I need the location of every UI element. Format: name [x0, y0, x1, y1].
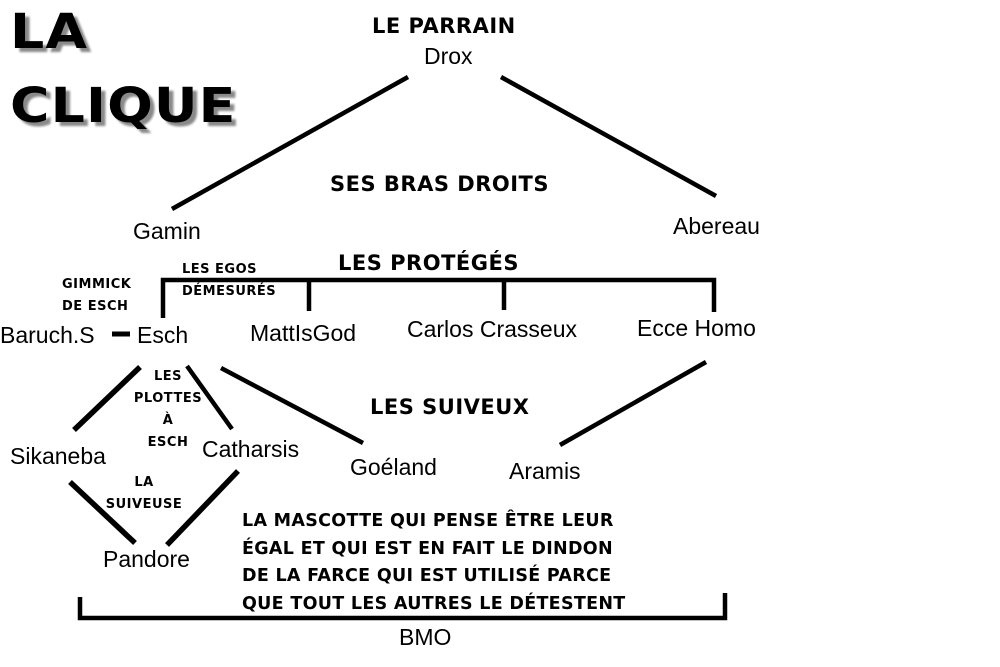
title-line-2: CLIQUE — [10, 78, 237, 134]
node-ecce-homo: Ecce Homo — [637, 315, 756, 341]
plottes-label-line-2: PLOTTES — [133, 391, 203, 406]
line-sikaneba-pandore — [68, 479, 137, 546]
line-ecce-aramis — [558, 360, 708, 447]
line-esch-goeland — [219, 366, 365, 445]
plottes-label: LES PLOTTES À ESCH — [118, 366, 218, 454]
proteges-bracket — [160, 277, 717, 318]
egos-label-line-2: DÉMESURÉS — [182, 284, 277, 299]
egos-label: LES EGOS DÉMESURÉS — [182, 259, 276, 303]
node-mattisgod: MattIsGod — [250, 320, 357, 346]
mascot-note: LA MASCOTTE QUI PENSE ÊTRE LEUR ÉGAL ET … — [242, 508, 626, 618]
node-sikaneba: Sikaneba — [10, 443, 106, 469]
right-hands-header: SES BRAS DROITS — [330, 172, 549, 196]
line-drox-gamin — [170, 75, 410, 211]
node-goeland: Goéland — [350, 454, 437, 480]
suiveuse-label-line-1: LA — [134, 475, 154, 490]
gimmick-label: GIMMICK DE ESCH — [62, 274, 131, 318]
followers-header: LES SUIVEUX — [370, 395, 530, 419]
proteges-header: LES PROTÉGÉS — [338, 251, 519, 275]
plottes-label-line-3: À — [162, 413, 174, 428]
node-catharsis: Catharsis — [202, 436, 300, 462]
node-carlos-crasseux: Carlos Crasseux — [407, 316, 577, 342]
gimmick-label-line-2: DE ESCH — [62, 299, 129, 314]
suiveuse-label: LA SUIVEUSE — [94, 472, 194, 516]
mascot-note-line-3: DE LA FARCE QUI EST UTILISÉ PARCE — [242, 566, 612, 586]
suiveuse-label-line-2: SUIVEUSE — [105, 497, 183, 512]
gimmick-label-line-1: GIMMICK — [62, 277, 132, 292]
mascot-note-line-1: LA MASCOTTE QUI PENSE ÊTRE LEUR — [242, 511, 614, 531]
title-line-1: LA — [10, 4, 89, 60]
godfather-header: LE PARRAIN — [372, 14, 516, 38]
mascot-note-line-4: QUE TOUT LES AUTRES LE DÉTESTENT — [242, 593, 626, 614]
egos-label-line-1: LES EGOS — [182, 262, 258, 277]
node-bmo: BMO — [399, 624, 452, 650]
line-catharsis-pandore — [165, 469, 240, 547]
mascot-note-line-2: ÉGAL ET QUI EST EN FAIT LE DINDON — [242, 538, 613, 559]
node-gamin: Gamin — [133, 218, 201, 244]
node-drox: Drox — [424, 43, 473, 69]
plottes-label-line-1: LES — [153, 369, 183, 384]
line-drox-abereau — [499, 75, 718, 198]
node-pandore: Pandore — [103, 546, 190, 572]
node-aramis: Aramis — [509, 458, 581, 484]
line-esch-catharsis — [185, 364, 234, 431]
node-baruch: Baruch.S — [0, 322, 95, 348]
node-esch: Esch — [137, 322, 189, 348]
node-abereau: Abereau — [673, 213, 760, 239]
mascot-bracket — [77, 593, 728, 621]
plottes-label-line-4: ESCH — [147, 435, 189, 450]
line-esch-sikaneba — [72, 365, 142, 432]
